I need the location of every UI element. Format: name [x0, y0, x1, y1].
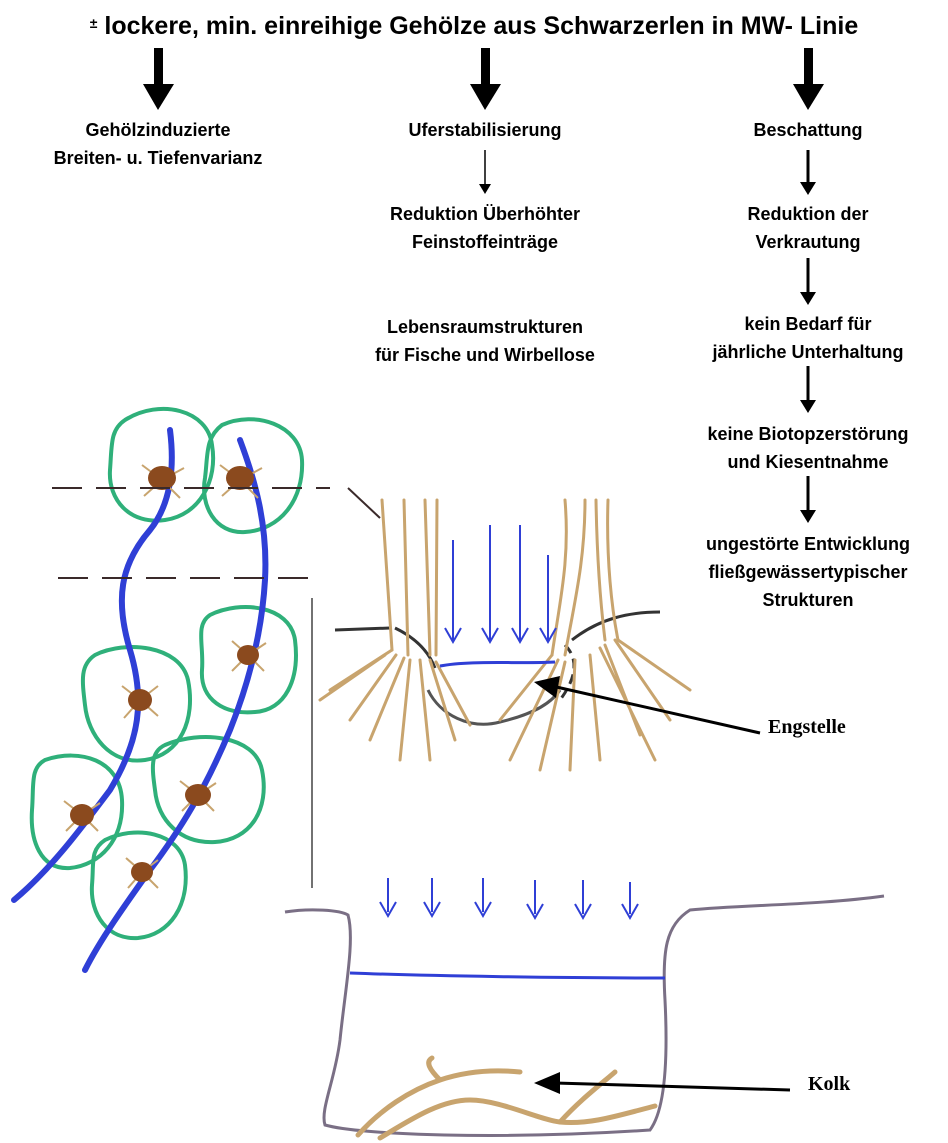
flow-arrow [800, 258, 816, 305]
flow-arrow [800, 476, 816, 523]
label-variance: Gehölzinduzierte Breiten- u. Tiefenvaria… [28, 116, 288, 172]
main-arrow-2 [470, 48, 501, 110]
label-sediment-reduction: Reduktion Überhöhter Feinstoffeinträge [355, 200, 615, 256]
label-bank-stabilization-text: Uferstabilisierung [355, 116, 615, 144]
label-no-biotope-destruction: keine Biotopzerstörung und Kiesentnahme [676, 420, 940, 476]
pool-section [285, 878, 884, 1138]
label-weed-reduction-line2: Verkrautung [680, 228, 936, 256]
label-no-biotope-destruction-line1: keine Biotopzerstörung [676, 420, 940, 448]
label-no-maintenance: kein Bedarf für jährliche Unterhaltung [680, 310, 936, 366]
label-sediment-reduction-line1: Reduktion Überhöhter [355, 200, 615, 228]
main-arrow-3 [793, 48, 824, 110]
tree-trunks [64, 465, 266, 888]
label-bank-stabilization: Uferstabilisierung [355, 116, 615, 144]
label-no-maintenance-line1: kein Bedarf für [680, 310, 936, 338]
narrow-section [320, 500, 690, 770]
label-narrow: Engstelle [768, 716, 846, 739]
label-no-maintenance-line2: jährliche Unterhaltung [680, 338, 936, 366]
label-sediment-reduction-line2: Feinstoffeinträge [355, 228, 615, 256]
label-undisturbed-development-line2: fließgewässertypischer [676, 558, 940, 586]
flow-arrow [800, 366, 816, 413]
label-habitat-structures-line1: Lebensraumstrukturen [340, 313, 630, 341]
flow-arrow [800, 150, 816, 195]
label-no-biotope-destruction-line2: und Kiesentnahme [676, 448, 940, 476]
label-undisturbed-development: ungestörte Entwicklung fließgewässertypi… [676, 530, 940, 614]
label-variance-line2: Breiten- u. Tiefenvarianz [28, 144, 288, 172]
label-habitat-structures-line2: für Fische und Wirbellose [340, 341, 630, 369]
label-variance-line1: Gehölzinduzierte [28, 116, 288, 144]
label-habitat-structures: Lebensraumstrukturen für Fische und Wirb… [340, 313, 630, 369]
main-arrow-1 [143, 48, 174, 110]
label-pool: Kolk [808, 1073, 850, 1096]
label-shading: Beschattung [680, 116, 936, 144]
label-shading-text: Beschattung [680, 116, 936, 144]
label-undisturbed-development-line3: Strukturen [676, 586, 940, 614]
label-weed-reduction: Reduktion der Verkrautung [680, 200, 936, 256]
label-weed-reduction-line1: Reduktion der [680, 200, 936, 228]
flow-arrow [479, 150, 491, 194]
label-undisturbed-development-line1: ungestörte Entwicklung [676, 530, 940, 558]
